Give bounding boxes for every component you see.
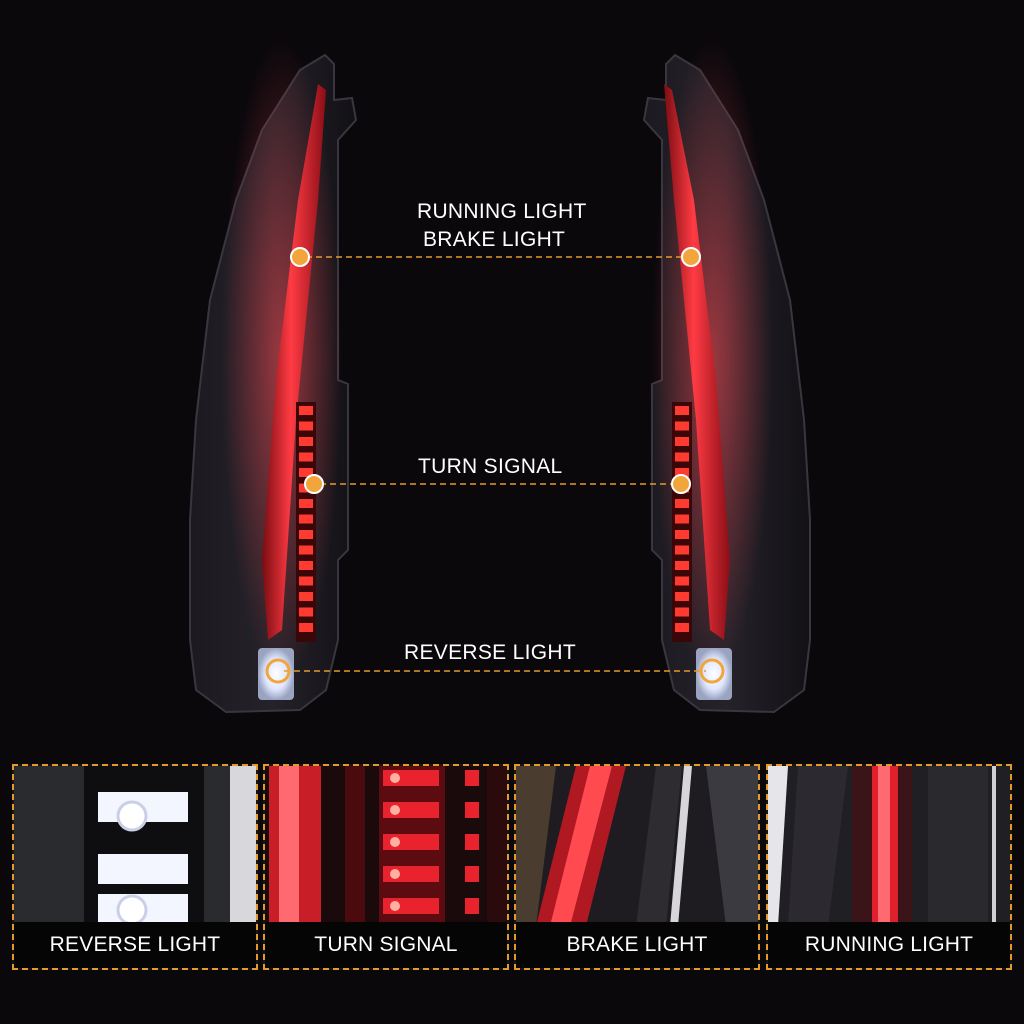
led-segment [465, 866, 479, 882]
led-segment [299, 592, 313, 601]
led-segment [299, 421, 313, 431]
panel-label-running-light: RUNNING LIGHT [768, 922, 1010, 968]
led-segment [675, 499, 689, 508]
led-segment [675, 530, 689, 539]
led-segment [299, 561, 313, 570]
led-segment [465, 802, 479, 818]
led-segment [299, 607, 313, 617]
callout-reverse-light: REVERSE LIGHT [404, 641, 576, 664]
led-segment [675, 623, 689, 632]
led-segment [299, 499, 313, 508]
led-segment [299, 437, 313, 446]
led-dot [390, 901, 400, 911]
leader-lines [284, 256, 706, 672]
panel-running-light: RUNNING LIGHT [766, 764, 1012, 970]
led-segment [675, 592, 689, 601]
led-segment [299, 576, 313, 586]
callout-turn-signal: TURN SIGNAL [418, 455, 563, 478]
led-segment [675, 421, 689, 431]
led-dot [390, 869, 400, 879]
brake-light-closeup [516, 766, 758, 926]
led-segment [675, 561, 689, 570]
led-dot [390, 773, 400, 783]
led-segment [675, 514, 689, 524]
led-segment [675, 468, 689, 477]
callout-brake-light: BRAKE LIGHT [423, 228, 566, 251]
led-segment [299, 623, 313, 632]
panel-reverse-light: REVERSE LIGHT [12, 764, 258, 970]
panel-turn-signal: TURN SIGNAL [263, 764, 509, 970]
led-segment [299, 452, 313, 462]
led-segment [675, 452, 689, 462]
callout-running-light: RUNNING LIGHT [417, 200, 587, 223]
panel-label-turn-signal: TURN SIGNAL [265, 922, 507, 968]
turn-signal-led-grid [383, 770, 479, 914]
panel-brake-light: BRAKE LIGHT [514, 764, 760, 970]
turn-signal-closeup [265, 766, 507, 926]
led-segment [675, 607, 689, 617]
led-segment [299, 545, 313, 555]
led-segment [299, 514, 313, 524]
led-segment [675, 576, 689, 586]
led-dot [390, 805, 400, 815]
led-segment [299, 406, 313, 415]
led-segment [675, 437, 689, 446]
right-turn-signal-leds [675, 406, 689, 632]
led-segment [675, 545, 689, 555]
led-segment [465, 834, 479, 850]
reverse-light-closeup [14, 766, 256, 926]
led-segment [675, 406, 689, 415]
marker-dots [265, 247, 725, 684]
left-turn-signal-leds [299, 406, 313, 632]
right-tail-light [642, 40, 811, 714]
led-dot [390, 837, 400, 847]
led-segment [299, 468, 313, 477]
running-light-closeup [768, 766, 1010, 926]
led-segment [465, 770, 479, 786]
panel-label-reverse-light: REVERSE LIGHT [14, 922, 256, 968]
panel-label-brake-light: BRAKE LIGHT [516, 922, 758, 968]
led-segment [465, 898, 479, 914]
led-segment [299, 530, 313, 539]
left-tail-light [189, 40, 358, 714]
